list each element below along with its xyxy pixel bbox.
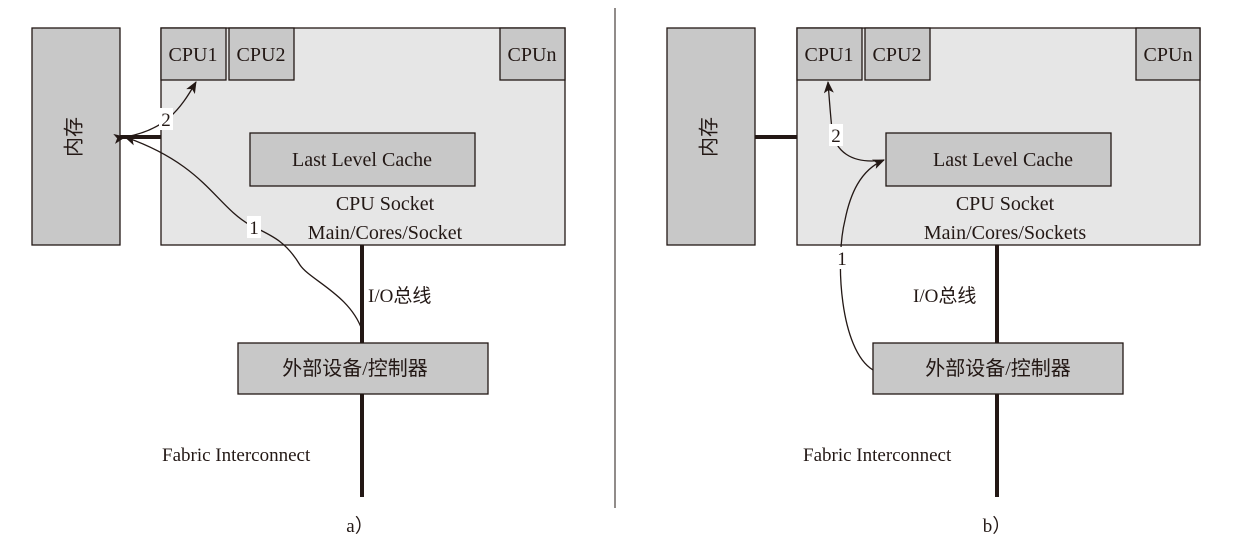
llc-box (885, 132, 1112, 187)
step-2-label: 2 (161, 110, 171, 131)
device-box (872, 342, 1124, 395)
cpun-label: CPUn (1144, 44, 1193, 66)
llc-box (249, 132, 476, 187)
step-1-label: 1 (249, 218, 259, 239)
device-label: 外部设备/控制器 (925, 357, 1071, 380)
caption-a: a） (346, 515, 373, 537)
socket-label-1: CPU Socket (336, 193, 435, 215)
cpu1-label: CPU1 (169, 44, 218, 66)
cpu1-label: CPU1 (805, 44, 854, 66)
cpu2-box (228, 27, 295, 81)
cpun-label: CPUn (508, 44, 557, 66)
cpu1-box (160, 27, 227, 81)
memory-box (31, 27, 121, 246)
step-2-label: 2 (831, 126, 841, 147)
step-1-label: 1 (837, 249, 847, 270)
panel-b: 内存 CPU1 CPU2 CPUn Last Level Cache CPU S… (666, 27, 1201, 537)
cpu2-label: CPU2 (873, 44, 922, 66)
memory-label: 内存 (63, 117, 86, 157)
llc-label: Last Level Cache (292, 149, 432, 171)
memory-box (666, 27, 756, 246)
dma-path-1 (839, 159, 885, 371)
panel-a: 内存 CPU1 CPU2 CPUn Last Level Cache CPU S… (31, 27, 566, 537)
fabric-label: Fabric Interconnect (803, 445, 952, 466)
cpun-box (499, 27, 566, 81)
socket-label-2: Main/Cores/Socket (308, 222, 463, 244)
bus-label: I/O总线 (368, 285, 431, 307)
cpu1-box (796, 27, 863, 81)
caption-b: b） (983, 515, 1012, 537)
socket-label-2: Main/Cores/Sockets (924, 222, 1086, 244)
bus-label: I/O总线 (913, 285, 976, 307)
fabric-label: Fabric Interconnect (162, 445, 311, 466)
llc-label: Last Level Cache (933, 149, 1073, 171)
memory-label: 内存 (698, 117, 721, 157)
dma-path-1 (124, 135, 363, 331)
device-label: 外部设备/控制器 (282, 357, 428, 380)
cpu2-label: CPU2 (237, 44, 286, 66)
device-box (237, 342, 489, 395)
cpu2-box (864, 27, 931, 81)
cpun-box (1135, 27, 1201, 81)
socket-label-1: CPU Socket (956, 193, 1055, 215)
